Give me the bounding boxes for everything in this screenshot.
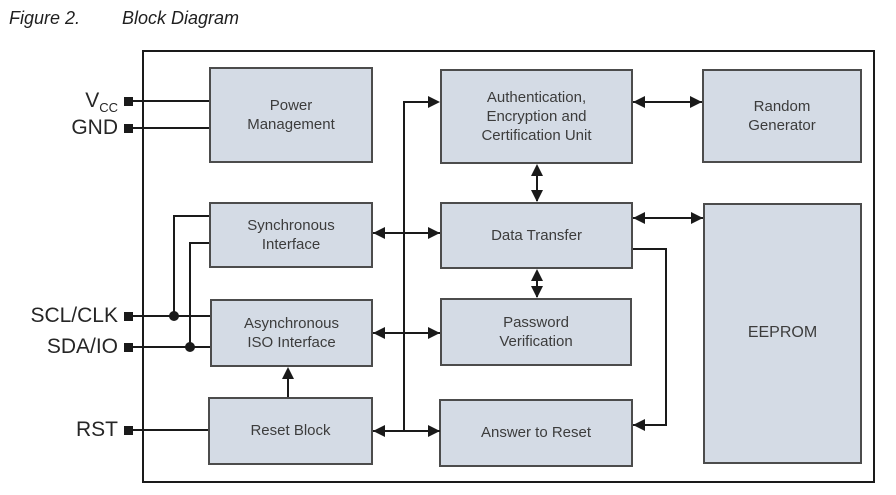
pin-square-vcc [124, 97, 133, 106]
wire-gnd [133, 127, 209, 129]
wire-datatransfer-atr-bottom [633, 424, 667, 426]
wire-datatransfer-eeprom [633, 217, 703, 219]
wire-auth-datatransfer [536, 167, 538, 201]
arrowhead-into-randomgen [690, 96, 702, 108]
arrowhead-into-datatransfer-bottom [531, 269, 543, 281]
wire-scl-branch-horizontal [173, 215, 209, 217]
arrowhead-into-atr-left [428, 425, 440, 437]
arrowhead-into-authentication-right [633, 96, 645, 108]
arrowhead-into-atr-right [633, 419, 645, 431]
wire-async-password [373, 332, 440, 334]
arrowhead-into-sync [373, 227, 385, 239]
block-data-transfer: Data Transfer [440, 202, 633, 269]
wire-auth-randomgen [633, 101, 702, 103]
wire-riser-bend [403, 101, 433, 103]
wire-sync-datatransfer [373, 232, 440, 234]
arrowhead-into-datatransfer-right [633, 212, 645, 224]
wire-datatransfer-atr-top [633, 248, 667, 250]
arrowhead-into-async-bottom [282, 367, 294, 379]
arrowhead-into-password-top [531, 286, 543, 298]
wire-sda-io [133, 346, 210, 348]
wire-datatransfer-atr-vertical [665, 248, 667, 426]
block-synchronous-interface: Synchronous Interface [209, 202, 373, 268]
block-eeprom: EEPROM [703, 203, 862, 464]
figure-number: Figure 2. [9, 8, 81, 28]
wire-datatransfer-password [536, 271, 538, 297]
junction-dot-scl [169, 311, 179, 321]
wire-sda-branch-horizontal [189, 242, 209, 244]
wire-riser-to-authentication [403, 102, 405, 431]
block-random-generator: Random Generator [702, 69, 862, 163]
block-power-management: Power Management [209, 67, 373, 163]
arrowhead-into-eeprom [691, 212, 703, 224]
chip-boundary-box [142, 50, 875, 483]
wire-sda-branch-vertical [189, 242, 191, 348]
block-asynchronous-iso-interface: Asynchronous ISO Interface [210, 299, 373, 367]
arrowhead-into-password [428, 327, 440, 339]
wire-vcc [133, 100, 209, 102]
arrowhead-into-async [373, 327, 385, 339]
pin-label-rst: RST [76, 418, 118, 441]
wire-rst [133, 429, 208, 431]
pin-label-sda-io: SDA/IO [46, 335, 118, 358]
figure-title: Block Diagram [122, 8, 240, 28]
block-password-verification: Password Verification [440, 298, 632, 366]
wire-resetblock-async [287, 369, 289, 397]
arrowhead-into-authentication-bottom [531, 164, 543, 176]
pin-square-gnd [124, 124, 133, 133]
arrowhead-into-datatransfer-top [531, 190, 543, 202]
junction-dot-sda [185, 342, 195, 352]
pin-square-scl-clk [124, 312, 133, 321]
pin-label-gnd: GND [71, 116, 118, 139]
block-reset-block: Reset Block [208, 397, 373, 465]
arrowhead-into-datatransfer-left [428, 227, 440, 239]
pin-label-scl-clk: SCL/CLK [30, 304, 118, 327]
arrowhead-into-resetblock [373, 425, 385, 437]
pin-square-rst [124, 426, 133, 435]
arrowhead-into-authentication-left [428, 96, 440, 108]
wire-scl-branch-vertical [173, 215, 175, 317]
pin-square-sda-io [124, 343, 133, 352]
wire-reset-atr [373, 430, 440, 432]
pin-label-vcc: VCC [85, 89, 118, 116]
block-authentication-unit: Authentication, Encryption and Certifica… [440, 69, 633, 164]
block-answer-to-reset: Answer to Reset [439, 399, 633, 467]
